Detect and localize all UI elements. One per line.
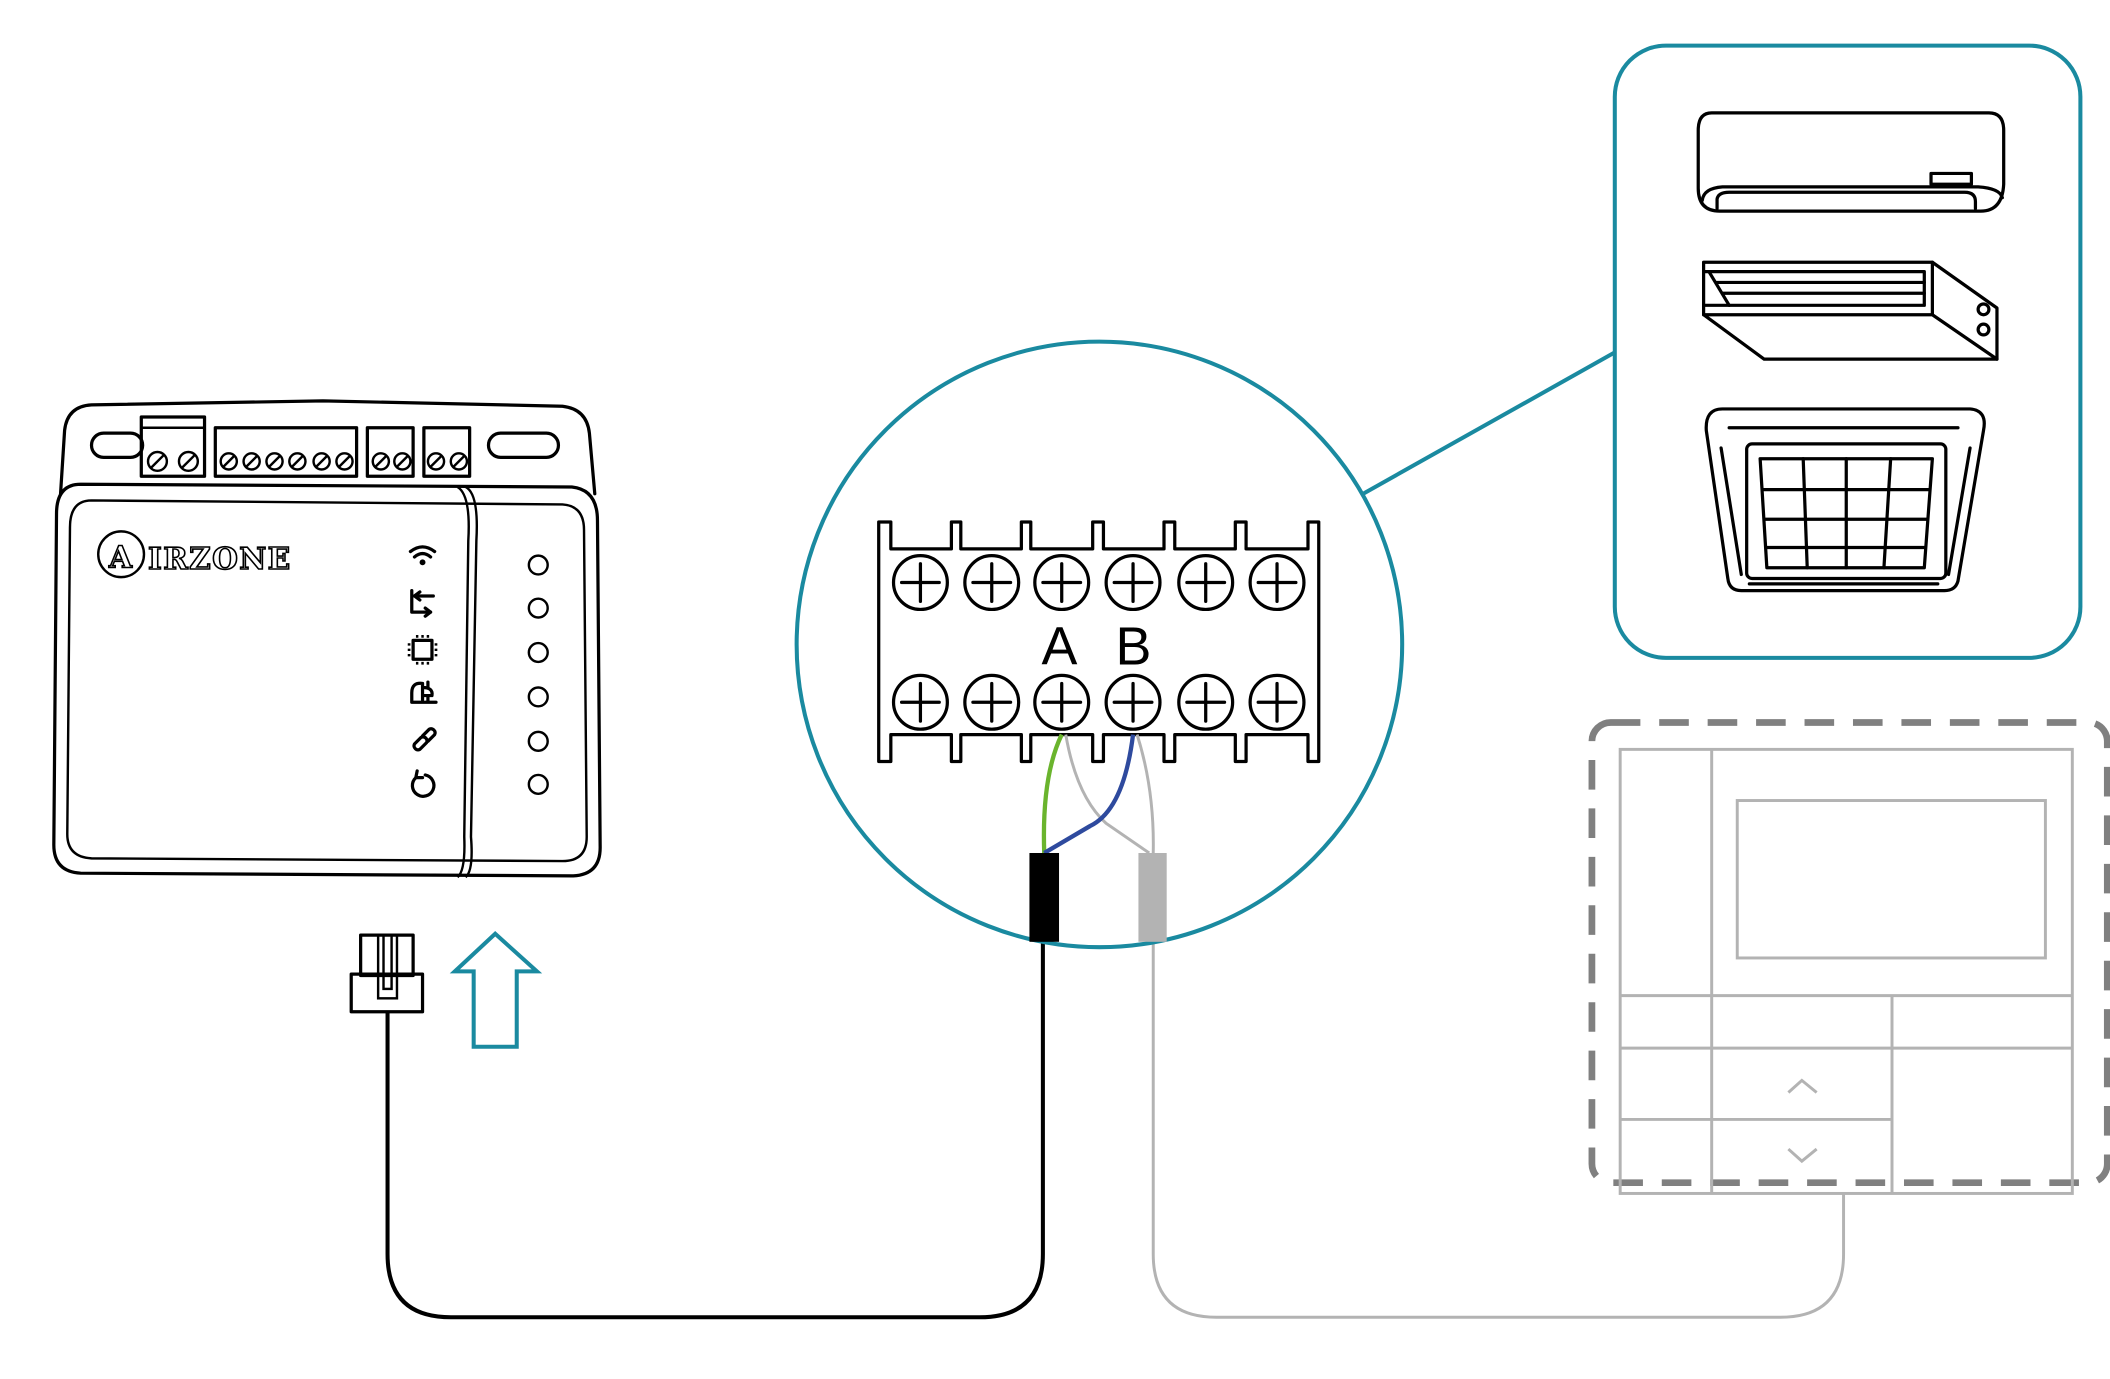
terminal-label-a: A bbox=[1042, 617, 1078, 677]
airzone-logo: A IRZONE bbox=[97, 530, 292, 579]
terminal-label-b: B bbox=[1116, 617, 1152, 677]
led-data bbox=[527, 597, 549, 619]
wifi-icon bbox=[408, 545, 437, 566]
cable-black bbox=[385, 941, 1045, 1320]
power-plug-icon bbox=[410, 680, 438, 704]
thermostat-controller bbox=[1588, 719, 2110, 1195]
cable-sleeve-grey bbox=[1138, 852, 1167, 942]
svg-text:IRZONE: IRZONE bbox=[148, 541, 292, 576]
wire-blue-b bbox=[1043, 734, 1136, 855]
terminal-connector-3 bbox=[365, 426, 415, 478]
chip-icon bbox=[407, 635, 438, 665]
terminal-connector-4 bbox=[422, 426, 472, 478]
status-leds bbox=[527, 554, 549, 795]
terminal-connector-power bbox=[139, 415, 207, 478]
wire-grey-b bbox=[1135, 734, 1155, 854]
controller-screen bbox=[1735, 799, 2047, 960]
cable-sleeve-black bbox=[1029, 852, 1060, 942]
indoor-units-panel bbox=[1612, 43, 2083, 660]
link-icon bbox=[412, 727, 437, 752]
wall-split-unit-icon bbox=[1696, 111, 2006, 213]
insert-arrow-icon bbox=[449, 930, 543, 1049]
wire-green-a bbox=[1041, 733, 1064, 854]
led-chip bbox=[527, 641, 549, 664]
reset-icon bbox=[410, 769, 436, 798]
terminal-connector-bus bbox=[213, 426, 359, 478]
ducted-unit-icon bbox=[1701, 260, 1999, 361]
airzone-device: A IRZONE bbox=[52, 399, 602, 879]
chevron-down-icon[interactable] bbox=[1787, 1147, 1818, 1164]
led-wifi bbox=[527, 554, 549, 576]
cable-grey bbox=[1151, 941, 1846, 1319]
terminal-screws bbox=[891, 553, 1306, 731]
led-reset bbox=[527, 773, 549, 795]
led-link bbox=[527, 730, 549, 752]
connector-plug bbox=[349, 933, 425, 1014]
svg-text:A: A bbox=[108, 540, 133, 575]
terminal-a-screw bbox=[1033, 673, 1091, 731]
cassette-unit-icon bbox=[1704, 407, 1986, 608]
wire-grey-a bbox=[1064, 734, 1151, 855]
led-power bbox=[527, 686, 549, 708]
terminal-zoom-detail: A B bbox=[794, 339, 1616, 950]
data-transfer-icon bbox=[410, 588, 435, 618]
terminal-b-screw bbox=[1104, 673, 1162, 731]
terminal-block bbox=[877, 520, 1321, 764]
chevron-up-icon[interactable] bbox=[1787, 1078, 1818, 1094]
